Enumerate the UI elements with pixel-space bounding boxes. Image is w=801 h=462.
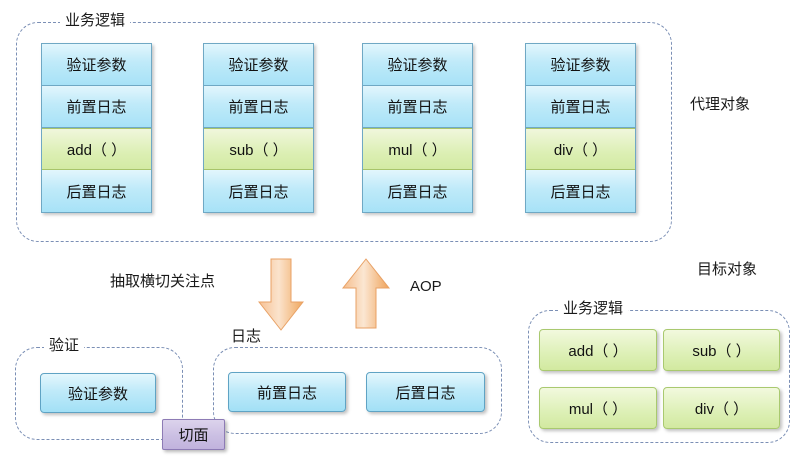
stack-cell: 验证参数: [363, 44, 472, 86]
target-method-box: div（ ）: [663, 387, 780, 429]
proxy-method-stack: 验证参数 前置日志 mul（ ） 后置日志: [362, 43, 473, 213]
aspect-badge: 切面: [162, 419, 225, 450]
proxy-object-group: [16, 22, 672, 242]
down-arrow: [257, 257, 305, 333]
before-log-box: 前置日志: [228, 372, 346, 412]
proxy-method-stack: 验证参数 前置日志 add（ ） 后置日志: [41, 43, 152, 213]
extract-crosscutting-label: 抽取横切关注点: [110, 273, 216, 290]
aop-label: AOP: [410, 278, 442, 295]
stack-cell: 前置日志: [526, 86, 635, 128]
after-log-box: 后置日志: [366, 372, 485, 412]
stack-cell-method: div（ ）: [526, 128, 635, 170]
stack-cell-method: sub（ ）: [204, 128, 313, 170]
stack-cell: 后置日志: [204, 170, 313, 212]
target-object-side-label: 目标对象: [697, 261, 758, 278]
stack-cell: 验证参数: [204, 44, 313, 86]
target-method-box: add（ ）: [539, 329, 657, 371]
log-group-label: 日志: [226, 328, 267, 346]
proxy-object-side-label: 代理对象: [690, 96, 751, 113]
validate-group: [15, 347, 183, 440]
stack-cell: 前置日志: [363, 86, 472, 128]
validate-param-box: 验证参数: [40, 373, 156, 413]
target-method-box: sub（ ）: [663, 329, 780, 371]
stack-cell: 验证参数: [526, 44, 635, 86]
proxy-method-stack: 验证参数 前置日志 div（ ） 后置日志: [525, 43, 636, 213]
proxy-method-stack: 验证参数 前置日志 sub（ ） 后置日志: [203, 43, 314, 213]
target-group-label: 业务逻辑: [558, 300, 629, 318]
target-method-box: mul（ ）: [539, 387, 657, 429]
stack-cell: 前置日志: [42, 86, 151, 128]
stack-cell: 后置日志: [526, 170, 635, 212]
stack-cell-method: mul（ ）: [363, 128, 472, 170]
stack-cell: 前置日志: [204, 86, 313, 128]
validate-group-label: 验证: [44, 337, 85, 355]
up-arrow: [341, 257, 391, 331]
target-business-group: [528, 310, 790, 443]
stack-cell: 后置日志: [363, 170, 472, 212]
log-group: [213, 347, 502, 434]
stack-cell: 验证参数: [42, 44, 151, 86]
stack-cell: 后置日志: [42, 170, 151, 212]
stack-cell-method: add（ ）: [42, 128, 151, 170]
proxy-group-label: 业务逻辑: [60, 12, 131, 30]
